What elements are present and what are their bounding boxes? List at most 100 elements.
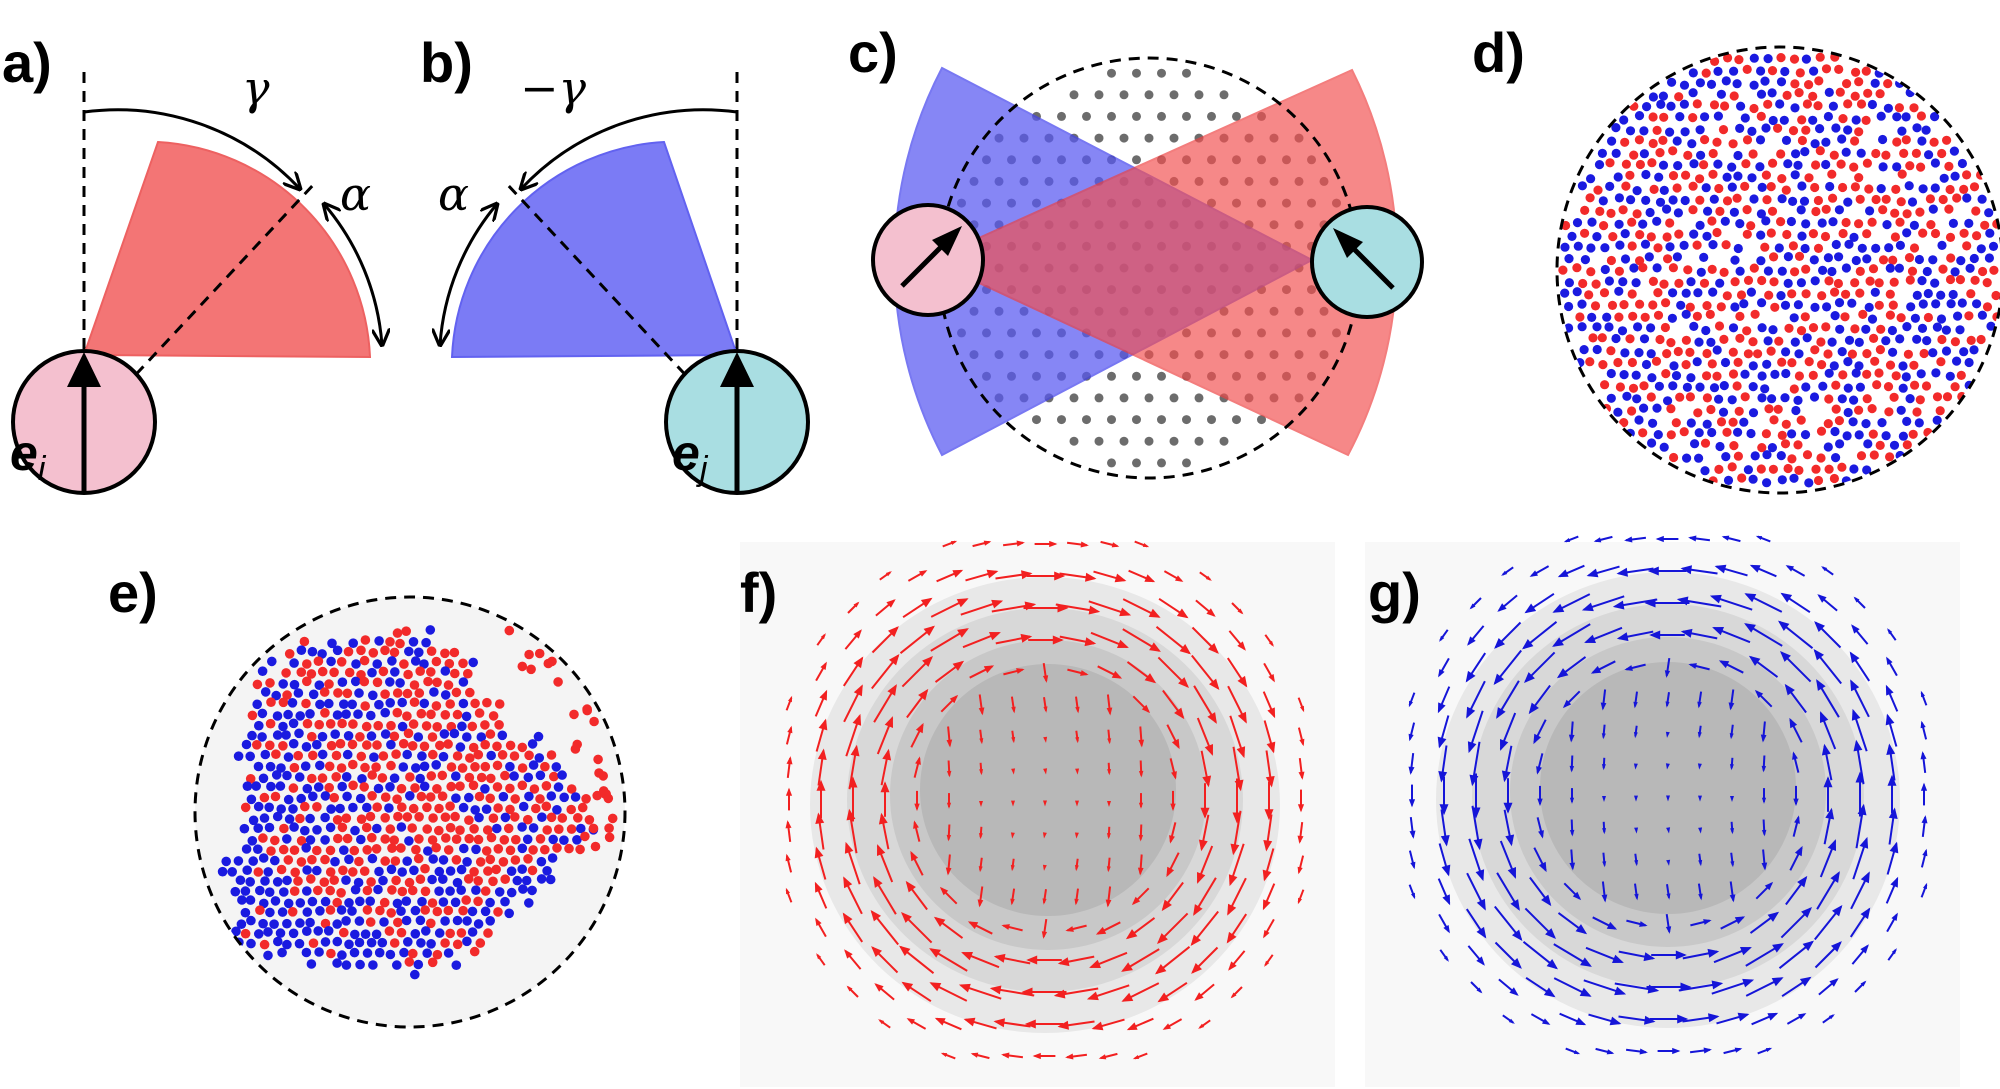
particle <box>440 710 451 720</box>
particle <box>263 950 273 961</box>
particle <box>308 689 319 700</box>
particle <box>1849 395 1859 405</box>
velocity-arrowhead <box>1169 835 1175 844</box>
particle <box>1681 335 1691 345</box>
particle <box>1874 368 1884 378</box>
lattice-dot <box>1257 415 1266 425</box>
particle <box>582 704 592 714</box>
particle <box>240 802 251 813</box>
particle <box>227 867 237 877</box>
velocity-arrowhead <box>1729 733 1734 740</box>
lattice-dot <box>1057 111 1066 121</box>
particle <box>527 865 538 876</box>
velocity-arrowhead <box>1204 744 1213 756</box>
particle <box>378 751 389 761</box>
particle <box>385 949 396 960</box>
velocity-arrowhead <box>1191 963 1202 974</box>
velocity-arrowhead <box>1010 898 1015 906</box>
particle <box>449 647 460 658</box>
particle <box>1680 127 1690 137</box>
particle <box>440 812 451 822</box>
particle <box>235 875 246 885</box>
particle <box>1787 454 1797 464</box>
particle <box>329 792 340 803</box>
velocity-arrowhead <box>1016 668 1025 674</box>
particle <box>1620 137 1630 147</box>
particle <box>473 749 484 760</box>
velocity-arrowhead <box>1698 827 1703 834</box>
panel-c: c) <box>848 21 1424 480</box>
velocity-arrowhead <box>1891 948 1897 955</box>
particle <box>1862 229 1872 239</box>
particle <box>1881 431 1891 441</box>
particle <box>348 780 358 791</box>
particle <box>536 874 547 884</box>
particle <box>1901 372 1911 382</box>
particle <box>348 867 358 877</box>
particle <box>1682 453 1692 463</box>
particle <box>573 813 583 823</box>
particle <box>1599 221 1609 231</box>
particle <box>1850 136 1860 146</box>
particle <box>1850 324 1860 334</box>
particle <box>534 753 545 763</box>
particle <box>1763 266 1773 276</box>
particle <box>276 763 286 773</box>
particle <box>434 803 444 814</box>
particle <box>1600 264 1610 275</box>
particle <box>580 831 590 842</box>
velocity-arrowhead <box>1680 628 1693 638</box>
particle <box>366 937 377 948</box>
particle <box>462 936 472 947</box>
particle <box>1959 347 1969 357</box>
particle <box>1861 66 1871 76</box>
velocity-arrowhead <box>1507 867 1516 879</box>
velocity-arrowhead <box>1091 1021 1104 1031</box>
particle <box>485 916 496 926</box>
lattice-dot <box>1094 133 1104 143</box>
velocity-arrowhead <box>1042 675 1049 683</box>
particle <box>362 948 373 958</box>
particle <box>1694 428 1704 438</box>
velocity-arrowhead <box>884 716 893 728</box>
velocity-arrowhead <box>1816 679 1826 691</box>
particle <box>372 802 383 812</box>
particle <box>390 856 401 866</box>
particle <box>1810 276 1820 286</box>
particle <box>524 898 534 908</box>
velocity-arrowhead <box>1155 964 1167 975</box>
lattice-dot <box>1194 393 1204 403</box>
particle <box>385 782 395 792</box>
particle <box>1843 197 1853 207</box>
particle <box>1646 349 1656 359</box>
particle <box>404 877 415 888</box>
velocity-arrowhead <box>1021 987 1033 997</box>
particle <box>420 905 431 915</box>
particle <box>333 833 343 844</box>
particle <box>282 834 292 844</box>
velocity-arrowhead <box>1126 1022 1138 1031</box>
particle <box>1862 465 1872 475</box>
particle <box>367 853 378 864</box>
particle <box>1862 254 1872 264</box>
alpha-angle-arrow <box>440 204 497 345</box>
particle <box>1982 278 1992 288</box>
particle <box>1675 392 1685 402</box>
particle <box>326 740 337 751</box>
particle <box>1679 80 1690 90</box>
particle <box>1808 91 1818 101</box>
particle <box>360 929 371 939</box>
velocity-arrowhead <box>1202 775 1212 788</box>
particle <box>329 875 340 885</box>
particle <box>506 887 517 898</box>
particle <box>317 773 328 783</box>
particle <box>265 678 275 688</box>
velocity-arrowhead <box>979 738 984 745</box>
particle <box>1948 289 1958 300</box>
particle <box>1700 438 1711 448</box>
particle <box>1662 349 1672 359</box>
velocity-arrowhead <box>989 632 1001 641</box>
particle <box>1730 277 1740 287</box>
velocity-arrowhead <box>1569 862 1576 871</box>
velocity-arrowhead <box>1825 807 1835 820</box>
